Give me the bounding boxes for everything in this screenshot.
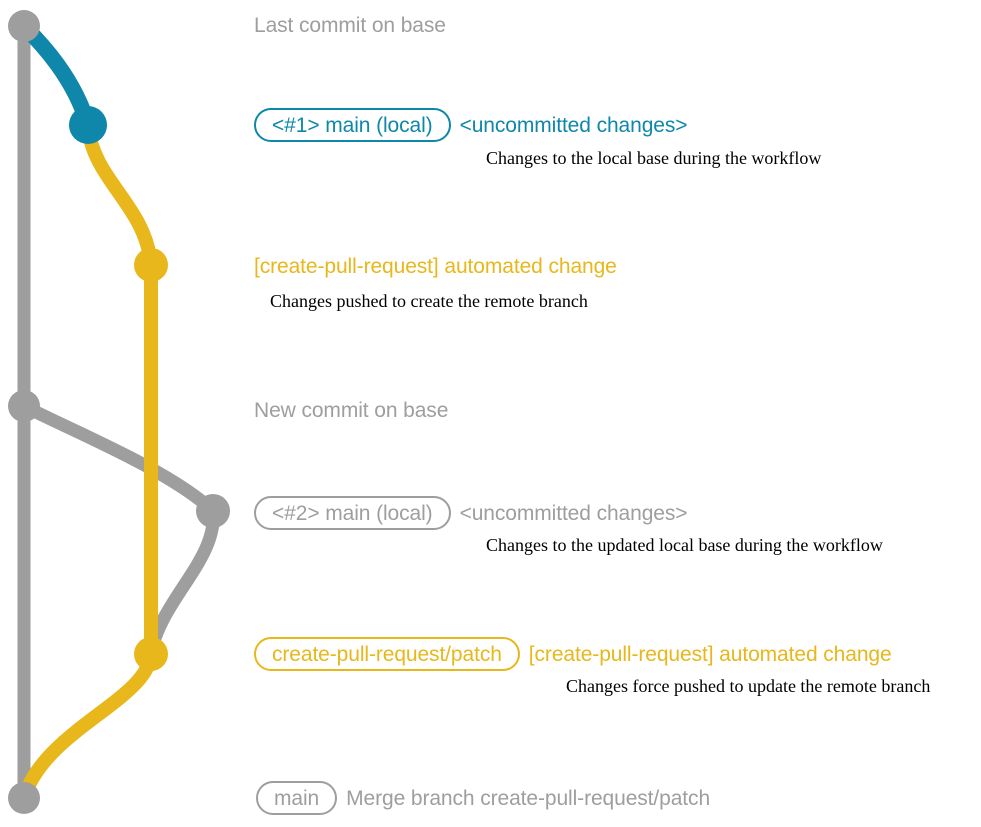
subject-automated-change-2: [create-pull-request] automated change	[528, 642, 892, 666]
patch-branch-line	[81, 118, 158, 661]
node-base-commit-top[interactable]	[8, 10, 40, 42]
row-local-change-1: <#1> main (local) <uncommitted changes>	[254, 108, 688, 142]
subject-merge-commit: Merge branch create-pull-request/patch	[346, 786, 711, 810]
node-patch-commit-1[interactable]	[134, 248, 168, 282]
row-local-change-2: <#2> main (local) <uncommitted changes>	[254, 496, 688, 530]
row-automated-change-2: create-pull-request/patch [create-pull-r…	[254, 637, 892, 671]
note-automated-change-2: Changes force pushed to update the remot…	[566, 676, 931, 696]
heading-new-commit-on-base: New commit on base	[254, 399, 449, 422]
subject-local-change-2: <uncommitted changes>	[459, 501, 688, 525]
heading-automated-change-1: [create-pull-request] automated change	[254, 255, 617, 278]
badge-main-local-1[interactable]: <#1> main (local)	[254, 108, 451, 142]
note-local-change-2: Changes to the updated local base during…	[486, 535, 883, 555]
node-base-commit-new[interactable]	[8, 390, 40, 422]
node-local-commit-2[interactable]	[196, 494, 230, 528]
note-automated-change-1: Changes pushed to create the remote bran…	[270, 291, 588, 311]
subject-local-change-1: <uncommitted changes>	[459, 113, 688, 137]
badge-create-pull-request-patch[interactable]: create-pull-request/patch	[254, 637, 520, 671]
heading-last-commit-on-base: Last commit on base	[254, 14, 446, 37]
badge-main-local-2[interactable]: <#2> main (local)	[254, 496, 451, 530]
node-merge-commit[interactable]	[8, 782, 40, 814]
note-local-change-1: Changes to the local base during the wor…	[486, 148, 822, 168]
base-to-local2-line	[17, 399, 220, 518]
node-local-commit-1[interactable]	[69, 106, 107, 144]
row-merge-commit: main Merge branch create-pull-request/pa…	[256, 781, 710, 815]
local2-to-patch2-line	[144, 504, 220, 661]
badge-main[interactable]: main	[256, 781, 338, 815]
node-patch-commit-2[interactable]	[134, 637, 168, 671]
patch-merge-line	[17, 647, 158, 805]
